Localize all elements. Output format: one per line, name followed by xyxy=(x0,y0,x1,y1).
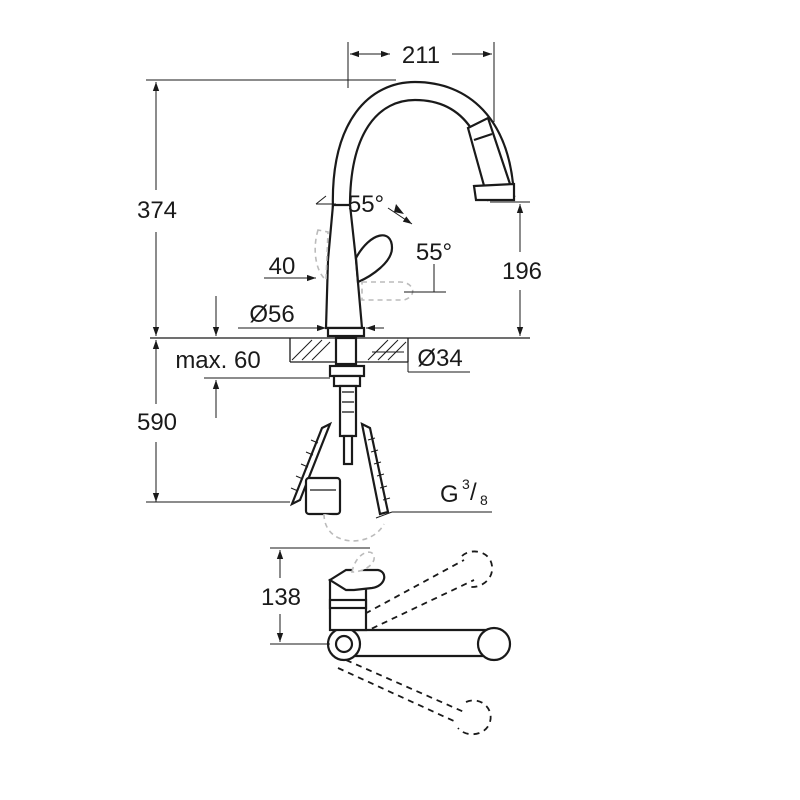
dimension-lever-angle-top-label: 55° xyxy=(348,191,384,218)
dimension-base-diameter: Ø56 xyxy=(238,301,384,332)
dimension-lever-offset-label: 40 xyxy=(269,253,296,280)
dimension-total-height-label: 374 xyxy=(137,197,177,224)
dimension-max-counter-label: max. 60 xyxy=(175,347,260,374)
underside-connections xyxy=(328,364,366,466)
dimension-lever-angle-top: 55° xyxy=(315,191,413,225)
dimension-spout-height: 196 xyxy=(490,201,542,336)
dimension-base-diameter-label: Ø56 xyxy=(249,301,294,328)
lever-handle xyxy=(354,234,394,284)
dimension-lever-angle-side: 55° xyxy=(404,239,452,293)
elevation-view: 211 374 196 55° 55° xyxy=(137,42,542,542)
dimension-spout-height-label: 196 xyxy=(502,258,542,285)
lever-plan xyxy=(327,551,386,632)
dimension-lever-offset: 40 xyxy=(264,253,316,282)
dimension-connection-thread: G 3 / 8 xyxy=(375,476,492,519)
plan-view: 138 xyxy=(261,547,512,736)
faucet-spout xyxy=(331,80,516,211)
dimension-hose-length-label: 590 xyxy=(137,409,177,436)
thread-prefix: G xyxy=(440,481,459,508)
dimension-reach-label: 211 xyxy=(402,42,440,69)
dimension-lever-angle-side-label: 55° xyxy=(416,239,452,266)
faucet-body xyxy=(324,203,366,366)
thread-denominator: 8 xyxy=(480,492,488,508)
dimension-total-height: 374 xyxy=(137,79,396,336)
thread-numerator: 3 xyxy=(462,476,470,492)
spout-plan xyxy=(326,626,512,662)
dimension-hole-diameter: Ø34 xyxy=(372,345,470,373)
countertop-hatching xyxy=(291,339,407,361)
dimension-hole-diameter-label: Ø34 xyxy=(417,345,462,372)
thread-separator: / xyxy=(470,479,477,506)
dimension-hose-length: 590 xyxy=(137,340,290,503)
supply-hoses xyxy=(289,421,391,542)
dimension-max-counter: max. 60 xyxy=(175,296,330,418)
dimension-plan-offset-label: 138 xyxy=(261,584,301,611)
lever-ghost-positions xyxy=(314,229,414,301)
dimension-plan-offset: 138 xyxy=(261,547,370,645)
